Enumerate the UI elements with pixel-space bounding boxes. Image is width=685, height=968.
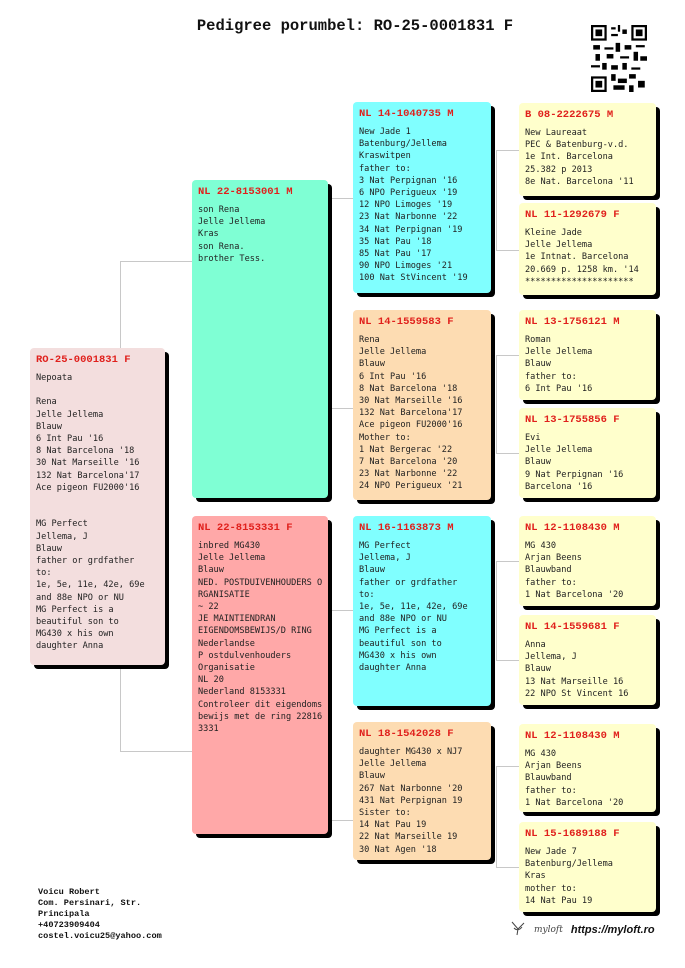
pigeon-notes: Anna Jellema, J Blauw 13 Nat Marseille 1… [525,640,629,699]
ring-number: NL 18-1542028 F [359,728,454,740]
pigeon-card-sss[interactable]: B 08-2222675 M New Laureaat PEC & Batenb… [519,103,656,196]
brand-footer: myloft https://myloft.ro [510,920,655,940]
pigeon-notes: Evi Jelle Jellema Blauw 9 Nat Perpignan … [525,433,624,492]
pigeon-notes: inbred MG430 Jelle Jellema Blauw NED. PO… [198,541,323,735]
connector-line [496,867,519,868]
pigeon-card-sds[interactable]: NL 13-1756121 M Roman Jelle Jellema Blau… [519,310,656,400]
qr-code [591,25,647,92]
ring-number: NL 14-1559583 F [359,316,454,328]
bird-logo-icon [510,920,526,940]
pigeon-card-dam-dam[interactable]: NL 18-1542028 F daughter MG430 x NJ7 Jel… [353,722,491,860]
pigeon-notes: Rena Jelle Jellema Blauw 6 Int Pau '16 8… [359,335,463,492]
connector-line [330,408,353,409]
pigeon-card-dam-sire[interactable]: NL 16-1163873 M MG Perfect Jellema, J Bl… [353,516,491,706]
pigeon-card-dam[interactable]: NL 22-8153331 F inbred MG430 Jelle Jelle… [192,516,328,834]
pigeon-notes: MG 430 Arjan Beens Blauwband father to: … [525,541,624,600]
pigeon-card-ssd[interactable]: NL 11-1292679 F Kleine Jade Jelle Jellem… [519,203,656,295]
connector-line [496,561,519,562]
ring-number: NL 15-1689188 F [525,828,620,840]
connector-line [496,453,519,454]
connector-line [120,665,121,751]
connector-line [496,561,497,660]
pigeon-notes: New Jade 1 Batenburg/Jellema Kraswitpen … [359,127,468,284]
ring-number: NL 12-1108430 M [525,730,620,742]
ring-number: NL 16-1163873 M [359,522,454,534]
connector-line [496,250,519,251]
ring-number: NL 14-1040735 M [359,108,454,120]
owner-contact: Voicu Robert Com. Persinari, Str. Princi… [38,887,162,941]
brand-url-link[interactable]: https://myloft.ro [570,924,655,936]
pigeon-card-dss[interactable]: NL 12-1108430 M MG 430 Arjan Beens Blauw… [519,516,656,606]
connector-line [496,150,519,151]
connector-line [496,766,497,867]
pigeon-notes: Nepoata Rena Jelle Jellema Blauw 6 Int P… [36,373,145,652]
connector-line [330,610,331,820]
page-title: Pedigree porumbel: RO-25-0001831 F [196,17,514,35]
pigeon-notes: son Rena Jelle Jellema Kras son Rena. br… [198,205,266,264]
ring-number: RO-25-0001831 F [36,354,131,366]
ring-number: NL 12-1108430 M [525,522,620,534]
pigeon-card-sire-sire[interactable]: NL 14-1040735 M New Jade 1 Batenburg/Jel… [353,102,491,293]
connector-line [496,660,519,661]
pigeon-card-dsd[interactable]: NL 14-1559681 F Anna Jellema, J Blauw 13… [519,615,656,705]
connector-line [330,820,353,821]
pigeon-notes: Roman Jelle Jellema Blauw father to: 6 I… [525,335,593,394]
ring-number: NL 11-1292679 F [525,209,620,221]
connector-line [120,261,192,262]
pigeon-card-sire-dam[interactable]: NL 14-1559583 F Rena Jelle Jellema Blauw… [353,310,491,500]
connector-line [120,751,192,752]
pigeon-card-sire[interactable]: NL 22-8153001 M son Rena Jelle Jellema K… [192,180,328,498]
pigeon-card-ddd[interactable]: NL 15-1689188 F New Jade 7 Batenburg/Jel… [519,822,656,912]
ring-number: NL 13-1756121 M [525,316,620,328]
pigeon-card-sdd[interactable]: NL 13-1755856 F Evi Jelle Jellema Blauw … [519,408,656,498]
ring-number: NL 13-1755856 F [525,414,620,426]
connector-line [120,261,121,348]
pigeon-notes: MG Perfect Jellema, J Blauw father or gr… [359,541,468,674]
connector-line [496,355,519,356]
connector-line [496,766,519,767]
pigeon-notes: New Laureaat PEC & Batenburg-v.d. 1e Int… [525,128,634,187]
connector-line [496,355,497,453]
pigeon-notes: daughter MG430 x NJ7 Jelle Jellema Blauw… [359,747,463,855]
pigeon-notes: MG 430 Arjan Beens Blauwband father to: … [525,749,624,808]
pigeon-notes: Kleine Jade Jelle Jellema 1e Intnat. Bar… [525,228,639,287]
connector-line [496,150,497,250]
pigeon-card-subject[interactable]: RO-25-0001831 F Nepoata Rena Jelle Jelle… [30,348,165,665]
connector-line [330,610,353,611]
ring-number: NL 22-8153001 M [198,186,293,198]
ring-number: NL 22-8153331 F [198,522,293,534]
pigeon-notes: New Jade 7 Batenburg/Jellema Kras mother… [525,847,613,906]
pigeon-card-dds[interactable]: NL 12-1108430 M MG 430 Arjan Beens Blauw… [519,724,656,812]
connector-line [330,198,331,408]
connector-line [330,198,353,199]
ring-number: B 08-2222675 M [525,109,614,121]
brand-logo-text: myloft [534,925,563,935]
ring-number: NL 14-1559681 F [525,621,620,633]
